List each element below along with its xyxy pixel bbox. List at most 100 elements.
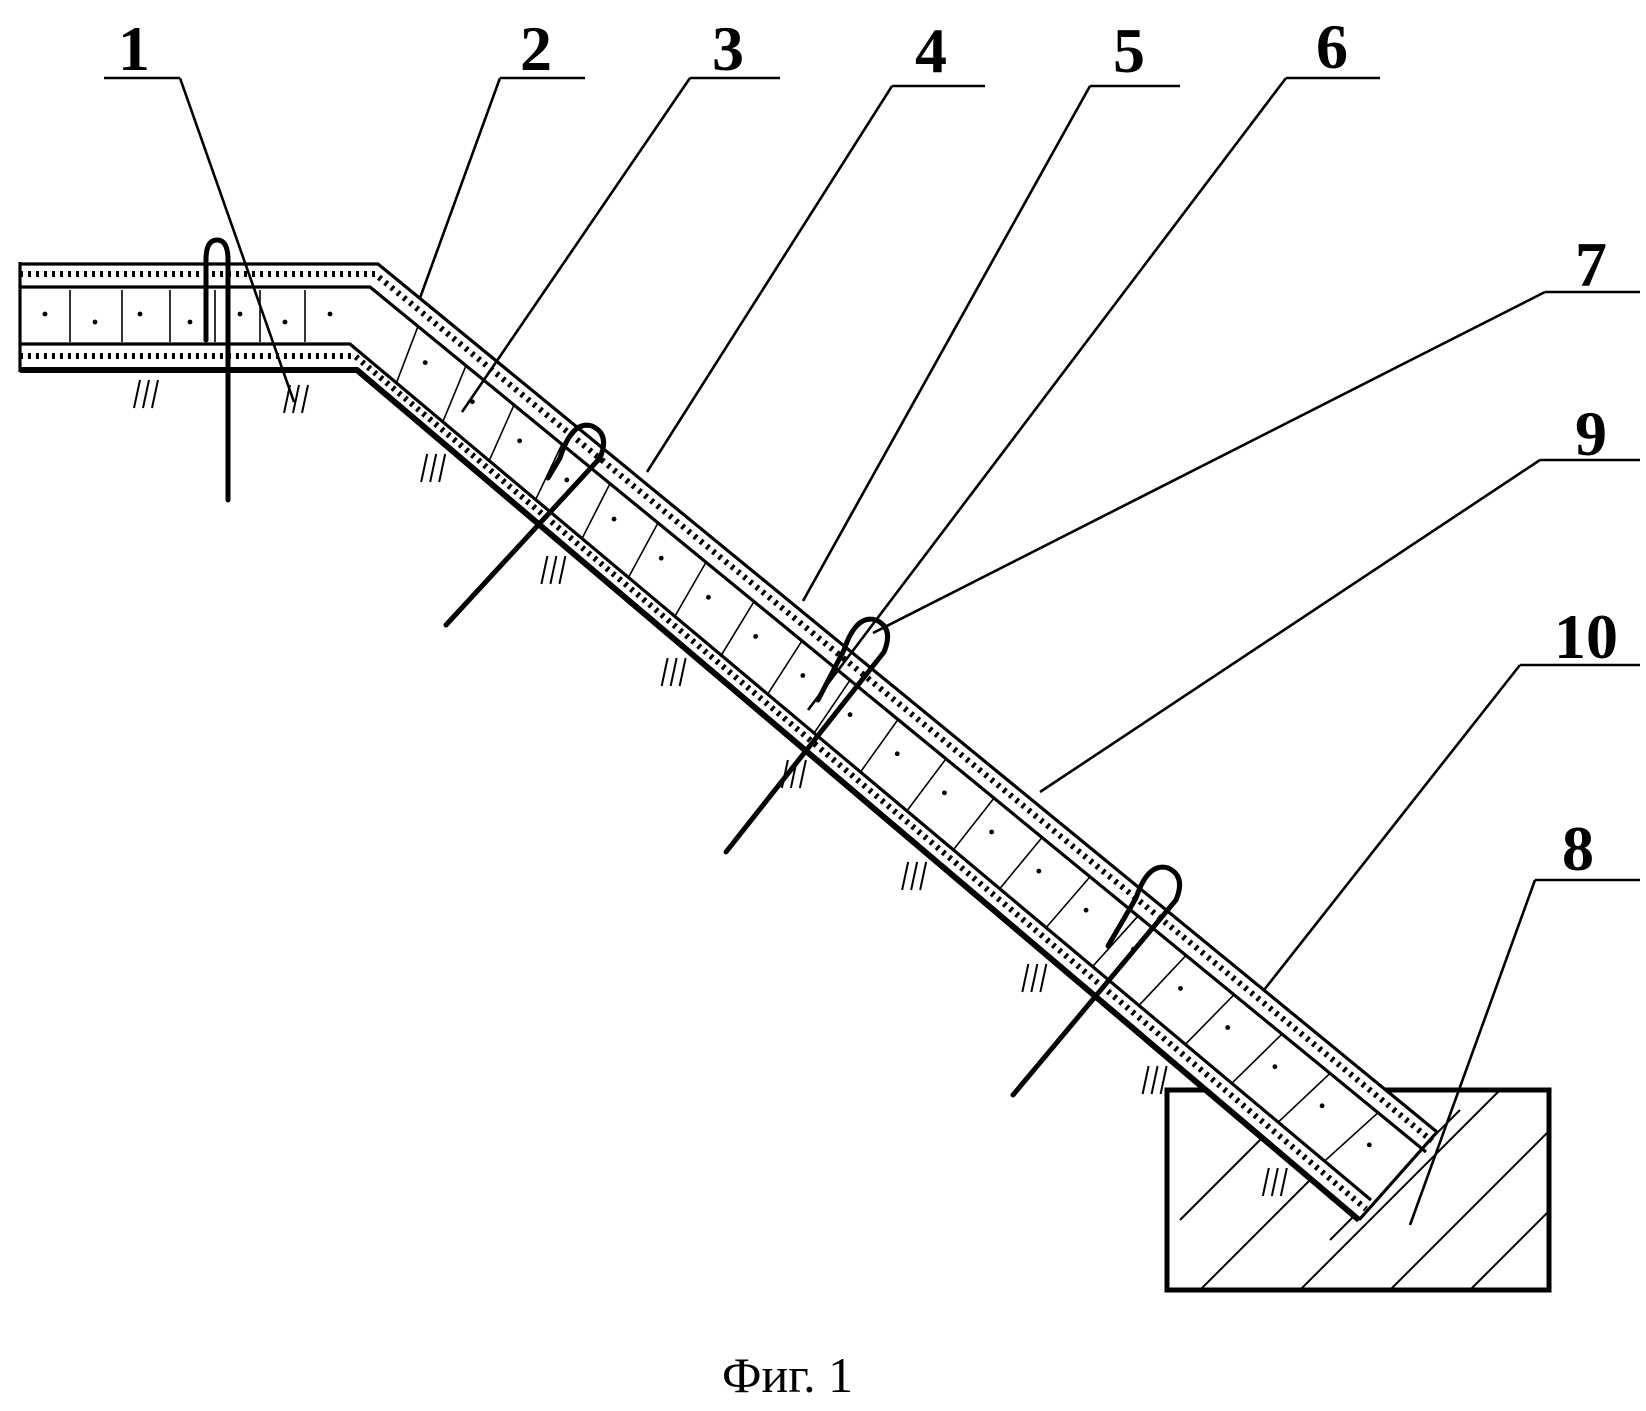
cell-divider xyxy=(999,836,1043,890)
filler-speck xyxy=(800,673,806,678)
label-3: 3 xyxy=(712,13,744,84)
soil-mark xyxy=(910,861,919,891)
soil-mark xyxy=(798,759,807,789)
filler-speck xyxy=(187,319,193,325)
cell-divider xyxy=(581,483,611,539)
filler-speck xyxy=(137,311,143,317)
label-2: 2 xyxy=(520,13,552,84)
filler-speck xyxy=(564,477,570,483)
label-10: 10 xyxy=(1554,601,1618,672)
soil-mark xyxy=(1030,963,1039,993)
soil-mark xyxy=(901,861,910,891)
soil-mark xyxy=(1279,1167,1288,1197)
top-inner-line xyxy=(20,285,1428,1154)
bottom-dotted-layer xyxy=(20,353,1368,1212)
cell-divider xyxy=(1324,1112,1379,1162)
soil-mark xyxy=(142,379,150,409)
cell-divider xyxy=(395,326,419,384)
filler-speck xyxy=(42,311,48,317)
label-5: 5 xyxy=(1113,15,1145,86)
filler-speck xyxy=(753,634,759,639)
cell-divider xyxy=(859,719,899,773)
label-8: 8 xyxy=(1562,813,1594,884)
cell-divider xyxy=(1231,1033,1283,1084)
soil-marks xyxy=(133,379,1288,1197)
cell-divider xyxy=(488,404,515,462)
anchor-4 xyxy=(1010,864,1183,1098)
filler-speck xyxy=(1319,1103,1325,1109)
filler-speck xyxy=(92,319,98,325)
soil-mark xyxy=(301,384,309,414)
filler-speck xyxy=(611,516,617,522)
filler-speck xyxy=(422,360,428,366)
filler-speck xyxy=(658,555,664,561)
filler-speck xyxy=(1366,1142,1372,1148)
label-4: 4 xyxy=(915,15,947,86)
top-dotted-layer xyxy=(20,271,1434,1144)
soil-mark xyxy=(1159,1065,1168,1095)
soil-mark xyxy=(438,453,447,483)
filler-speck xyxy=(942,790,947,796)
soil-mark xyxy=(151,379,159,409)
cell-divider xyxy=(720,601,755,656)
cell-divider xyxy=(442,365,467,423)
filler-speck xyxy=(1036,868,1042,874)
soil-mark xyxy=(1039,963,1048,993)
label-6: 6 xyxy=(1316,11,1348,82)
figure-caption: Фиг. 1 xyxy=(722,1347,853,1403)
filler-speck xyxy=(517,438,523,444)
soil-mark xyxy=(678,657,687,687)
filler-specks xyxy=(42,311,1372,1148)
cell-dividers xyxy=(69,290,1379,1162)
label-7: 7 xyxy=(1575,229,1607,300)
filler-speck xyxy=(989,829,995,835)
soil-mark xyxy=(133,379,141,409)
soil-mark xyxy=(1141,1065,1150,1095)
leader-lines xyxy=(104,76,1640,1226)
cell-divider xyxy=(1277,1072,1331,1123)
cell-divider xyxy=(1138,954,1187,1007)
soil-mark xyxy=(669,657,678,687)
bottom-base-line xyxy=(20,367,1361,1223)
filler-speck xyxy=(1272,1064,1278,1070)
bottom-inner-line xyxy=(20,342,1373,1202)
soil-mark xyxy=(429,453,438,483)
cell-divider xyxy=(627,522,659,578)
soil-mark xyxy=(1270,1167,1279,1197)
cell-divider xyxy=(674,561,707,617)
filler-speck xyxy=(327,311,333,317)
cell-divider xyxy=(1091,915,1139,968)
slope-covering xyxy=(18,262,1439,1223)
soil-mark xyxy=(1021,963,1030,993)
cell-divider xyxy=(1184,994,1235,1045)
soil-mark xyxy=(540,555,549,585)
soil-mark xyxy=(549,555,558,585)
soil-mark xyxy=(558,555,567,585)
filler-speck xyxy=(847,712,853,718)
filler-layer xyxy=(20,264,1437,1220)
soil-mark xyxy=(919,861,928,891)
soil-mark xyxy=(1261,1167,1270,1197)
anchor-2 xyxy=(443,422,607,628)
filler-speck xyxy=(1225,1025,1231,1030)
soil-mark xyxy=(660,657,669,687)
band-end-edge xyxy=(1357,1130,1439,1222)
top-geotextile-line xyxy=(20,262,1439,1134)
anchor-1 xyxy=(203,237,231,503)
filler-speck xyxy=(1083,907,1089,913)
soil-mark xyxy=(292,384,300,414)
soil-mark xyxy=(420,453,429,483)
filler-speck xyxy=(1178,986,1183,991)
filler-speck xyxy=(237,311,243,317)
cell-divider xyxy=(1045,876,1091,929)
label-9: 9 xyxy=(1575,398,1607,469)
soil-mark xyxy=(1150,1065,1159,1095)
cell-divider xyxy=(906,758,947,812)
filler-speck xyxy=(706,594,711,600)
cell-divider xyxy=(813,679,851,734)
filler-speck xyxy=(894,751,900,757)
cell-divider xyxy=(952,797,995,851)
filler-speck xyxy=(282,319,288,325)
label-1: 1 xyxy=(118,13,150,84)
